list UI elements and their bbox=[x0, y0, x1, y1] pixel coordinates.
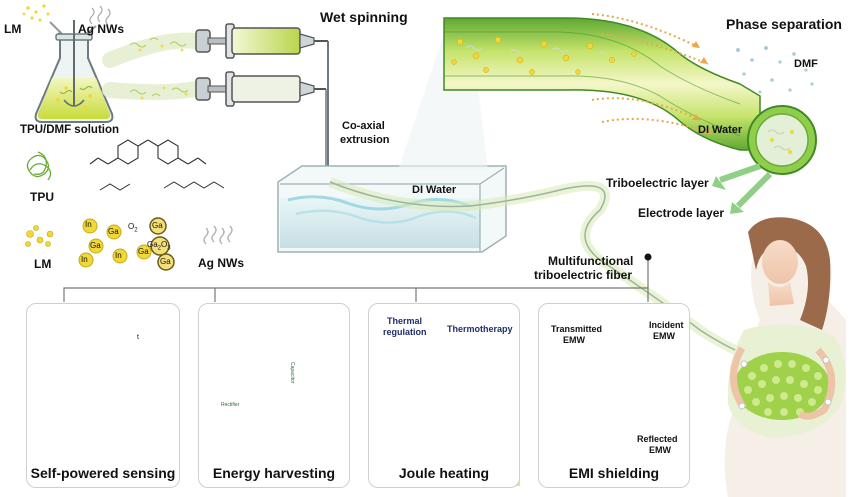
energy-title: Energy harvesting bbox=[212, 465, 336, 481]
reflected-label-1: Reflected bbox=[637, 434, 678, 444]
dmf-label: DMF bbox=[794, 58, 818, 70]
reflected-label-2: EMW bbox=[649, 445, 671, 455]
thermal-label-1: Thermal bbox=[387, 316, 423, 326]
lm-label: LM bbox=[4, 22, 22, 36]
ag-nws-squiggles bbox=[203, 225, 233, 245]
fiber-pointer-dot bbox=[644, 253, 652, 261]
dmf-arrows bbox=[591, 13, 713, 135]
atom-ga-5: Ga bbox=[160, 257, 171, 266]
panel-energy: Energy harvesting Rectifier Capacitor bbox=[198, 303, 350, 488]
atom-ga-2: Ga bbox=[90, 241, 101, 250]
emi-title: EMI shielding bbox=[568, 465, 660, 481]
coaxial-label-1: Co-axial bbox=[342, 120, 385, 132]
tpu-icon bbox=[26, 151, 52, 181]
lm-bottom-label: LM bbox=[34, 257, 52, 271]
ag-nws-label: Ag NWs bbox=[78, 22, 124, 36]
fiber-closeup bbox=[443, 17, 817, 175]
fiber-label-2: triboelectric fiber bbox=[534, 268, 633, 282]
atom-ga-1: Ga bbox=[108, 227, 119, 236]
flask-illustration bbox=[22, 4, 114, 123]
o2-label: O2 bbox=[128, 222, 138, 234]
tpu-label: TPU bbox=[30, 190, 54, 204]
time-axis-label: t bbox=[137, 334, 139, 341]
atom-ga-4: Ga bbox=[152, 221, 163, 230]
triboelectric-layer-label: Triboelectric layer bbox=[606, 176, 709, 190]
di-water-fiber-label: DI Water bbox=[698, 124, 743, 136]
di-water-bath-label: DI Water bbox=[412, 184, 457, 196]
woman-figure bbox=[724, 217, 846, 497]
atom-ga-3: Ga bbox=[138, 247, 149, 256]
triboelectric-arrow bbox=[719, 163, 761, 183]
sensing-title: Self-powered sensing bbox=[30, 465, 176, 481]
lm-droplets bbox=[25, 225, 54, 247]
panel-joule: Joule heating Thermal regulation Thermot… bbox=[368, 303, 520, 488]
dmf-molecules bbox=[736, 46, 814, 94]
wet-spinning-title: Wet spinning bbox=[320, 9, 408, 25]
phase-separation-title: Phase separation bbox=[726, 16, 842, 32]
incident-label-2: EMW bbox=[653, 331, 675, 341]
coaxial-label-2: extrusion bbox=[340, 134, 390, 146]
solution-label: TPU/DMF solution bbox=[20, 124, 120, 136]
ga2o3-label: Ga2O3 bbox=[147, 240, 171, 252]
electrode-arrow bbox=[735, 171, 773, 209]
joule-title: Joule heating bbox=[398, 465, 490, 481]
capacitor-label: Capacitor bbox=[289, 362, 295, 384]
electrode-layer-label: Electrode layer bbox=[638, 206, 725, 220]
transmitted-label-2: EMW bbox=[563, 335, 585, 345]
mdi-molecule bbox=[89, 139, 207, 165]
atom-in-3: In bbox=[81, 255, 88, 264]
atom-in-2: In bbox=[115, 251, 122, 260]
spray-streams bbox=[102, 32, 208, 101]
panel-emi: EMI shielding Transmitted EMW Incident E… bbox=[538, 303, 690, 488]
thermotherapy-label: Thermotherapy bbox=[447, 324, 513, 334]
diol-molecules bbox=[99, 181, 225, 191]
application-bracket bbox=[63, 260, 649, 302]
rectifier-label: Rectifier bbox=[221, 402, 240, 408]
panel-sensing: Self-powered sensing t bbox=[26, 303, 180, 488]
syringe-top bbox=[195, 23, 328, 59]
thermal-label-2: regulation bbox=[383, 327, 427, 337]
atom-cluster bbox=[78, 217, 175, 271]
atom-in-1: In bbox=[85, 220, 92, 229]
incident-label-1: Incident bbox=[649, 320, 684, 330]
ag-nws-bottom-label: Ag NWs bbox=[198, 256, 244, 270]
fiber-label-1: Multifunctional bbox=[548, 254, 634, 268]
transmitted-label-1: Transmitted bbox=[551, 324, 603, 334]
syringe-bottom bbox=[195, 71, 326, 107]
